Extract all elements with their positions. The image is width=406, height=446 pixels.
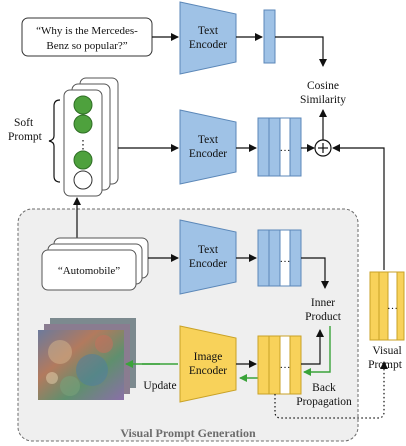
update-label: Update — [143, 380, 176, 392]
image-vectors-dots: … — [280, 359, 291, 371]
soft-prompt-cards: ⋮ — [63, 77, 119, 197]
image-encoder-label-1: Image — [194, 351, 223, 363]
back-propagation-label-1: Back — [312, 382, 336, 394]
dotted-arrow-to-visual-prompt — [274, 361, 388, 419]
arrow-imagevectors-to-inner-product — [301, 329, 324, 365]
vectors-2-dots: … — [280, 142, 291, 154]
arrow-vectors3-to-inner-product — [301, 257, 329, 289]
soft-token-1 — [73, 95, 93, 115]
visual-prompt-label-1: Visual — [372, 345, 401, 357]
question-line-2: Benz so popular?” — [46, 40, 127, 52]
visual-prompt-dots: … — [387, 300, 398, 312]
soft-prompt-brace — [48, 99, 61, 183]
inner-product-label-2: Product — [305, 311, 342, 323]
text-encoder-2: Text Encoder — [179, 109, 237, 185]
automobile-cards: “Automobile” — [41, 237, 149, 291]
cosine-label-1: Cosine — [307, 80, 339, 92]
text-encoder-3-label-1: Text — [198, 244, 219, 256]
text-vector-1 — [263, 9, 276, 64]
image-encoder-label-2: Encoder — [189, 365, 227, 377]
visual-prompt-vectors: … — [369, 271, 405, 341]
soft-prompt-label-2: Prompt — [8, 131, 43, 143]
arrow-inner-product-backprop — [303, 326, 331, 376]
soft-token-dots: ⋮ — [77, 139, 89, 151]
text-encoder-2-label-2: Encoder — [189, 148, 227, 160]
region-title: Visual Prompt Generation — [120, 426, 256, 440]
soft-token-empty — [73, 170, 93, 190]
soft-token-2 — [73, 114, 93, 134]
text-encoder-1-label-1: Text — [198, 25, 219, 37]
arrow-visualprompt-to-plus — [332, 144, 385, 270]
add-node — [314, 139, 332, 157]
text-encoder-3: Text Encoder — [179, 219, 237, 295]
question-box: “Why is the Mercedes- Benz so popular?” — [21, 17, 153, 57]
text-vectors-2: … — [257, 117, 302, 177]
back-propagation-label-2: Propagation — [296, 396, 352, 408]
text-encoder-1: Text Encoder — [179, 1, 237, 75]
question-line-1: “Why is the Mercedes- — [36, 25, 138, 37]
image-vectors: … — [257, 335, 302, 395]
inner-product-label-1: Inner — [311, 297, 335, 309]
soft-token-3 — [73, 150, 93, 170]
visual-prompt-label-2: Prompt — [368, 359, 403, 371]
text-vectors-3: … — [257, 229, 302, 287]
vectors-3-dots: … — [280, 253, 291, 265]
cosine-label-2: Similarity — [300, 94, 346, 106]
soft-prompt-label-1: Soft — [14, 117, 34, 129]
automobile-label: “Automobile” — [58, 265, 120, 277]
visual-prompt-images — [38, 318, 136, 400]
text-encoder-1-label-2: Encoder — [189, 39, 227, 51]
text-encoder-2-label-1: Text — [198, 134, 219, 146]
arrow-vector1-to-cosine — [275, 36, 327, 67]
image-encoder: Image Encoder — [179, 325, 237, 403]
text-encoder-3-label-2: Encoder — [189, 258, 227, 270]
